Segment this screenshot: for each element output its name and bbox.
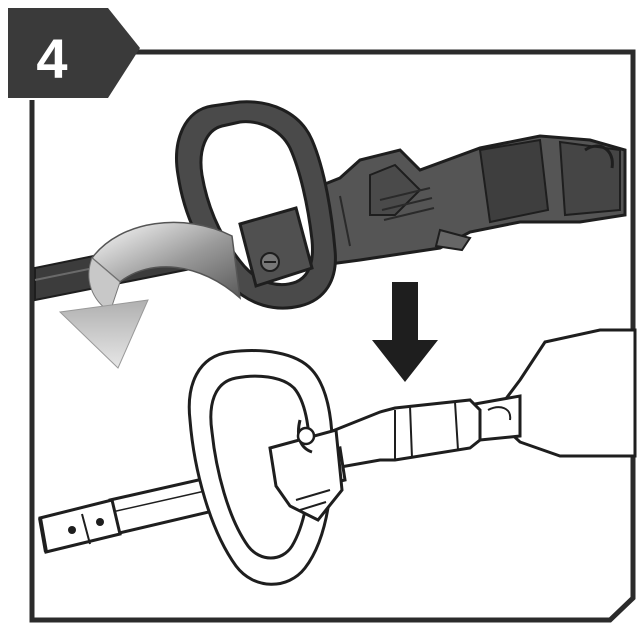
upper-assembly bbox=[34, 100, 627, 369]
rotation-arrow-head bbox=[58, 299, 149, 369]
lower-handle-clamp bbox=[268, 428, 344, 522]
down-arrow-icon bbox=[372, 282, 438, 382]
step-number: 4 bbox=[36, 27, 67, 90]
curved-rotate-arrow-icon bbox=[90, 221, 242, 300]
upper-handle-clamp bbox=[238, 206, 314, 288]
illustration-frame bbox=[29, 49, 636, 623]
shaft-end-connector bbox=[38, 498, 122, 554]
lower-clamp-knob bbox=[296, 426, 316, 446]
lower-assembly bbox=[38, 328, 637, 586]
lower-coupler bbox=[328, 398, 482, 470]
lower-motor-housing bbox=[503, 328, 637, 458]
step-badge: 4 bbox=[8, 8, 140, 98]
